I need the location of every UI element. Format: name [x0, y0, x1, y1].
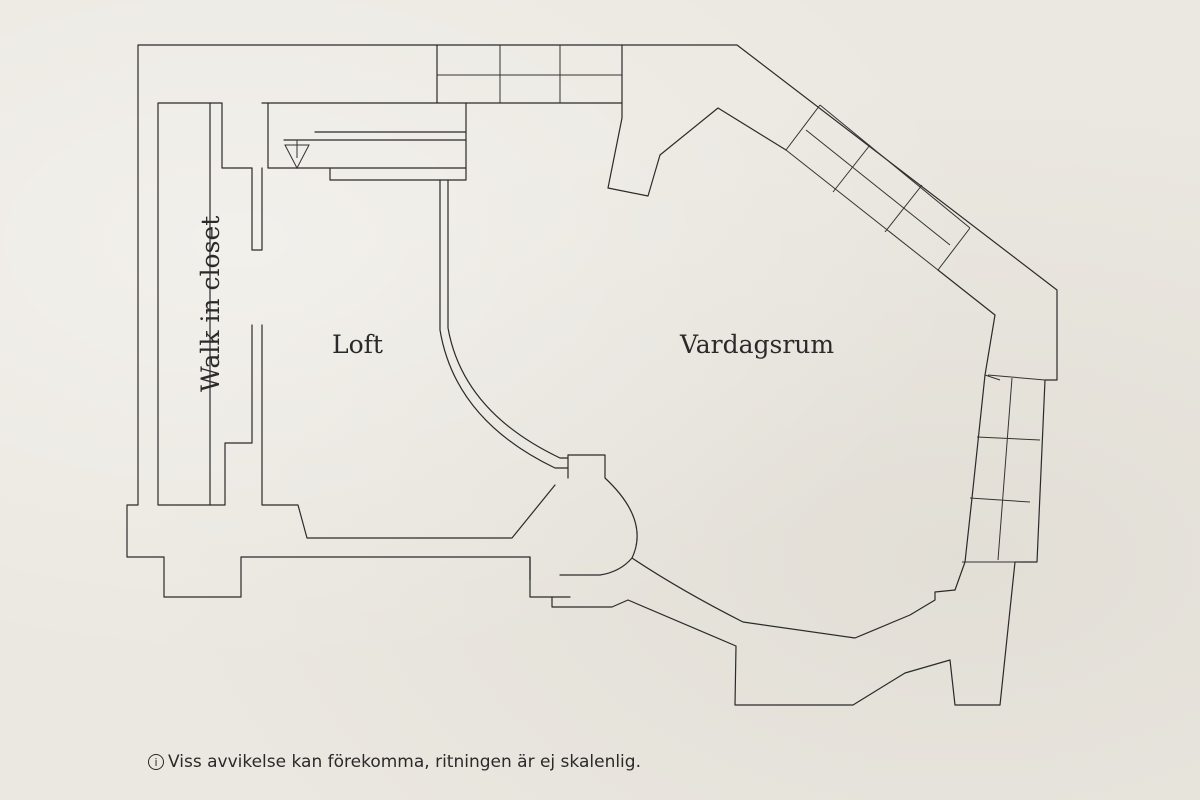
- right-window-band: [962, 374, 1046, 563]
- curved-partition-inner: [447, 179, 569, 459]
- top-window-frame: [437, 45, 622, 103]
- diagonal-window-band: [785, 104, 971, 271]
- label-vardagsrum: Vardagsrum: [679, 330, 834, 359]
- east-inner-wall: [937, 269, 996, 591]
- closet-divider-bottom: [209, 324, 253, 506]
- stair-arrow: [284, 140, 310, 170]
- info-icon: i: [148, 754, 164, 770]
- hallway-wall: [631, 557, 956, 639]
- label-loft: Loft: [332, 330, 383, 359]
- stair-landing: [267, 102, 467, 181]
- curved-partition-outer: [439, 179, 569, 469]
- central-column: [559, 454, 638, 576]
- disclaimer-text: Viss avvikelse kan förekomma, ritningen …: [168, 752, 641, 772]
- label-walk-in-closet: Walk in closet: [196, 216, 225, 392]
- closet-divider-top: [209, 102, 263, 251]
- outer-wall: [126, 44, 1058, 706]
- bottom-steps: [529, 556, 571, 598]
- chimney-notch: [607, 102, 787, 197]
- disclaimer-note: i Viss avvikelse kan förekomma, ritninge…: [148, 752, 641, 772]
- loft-west-wall: [261, 324, 556, 539]
